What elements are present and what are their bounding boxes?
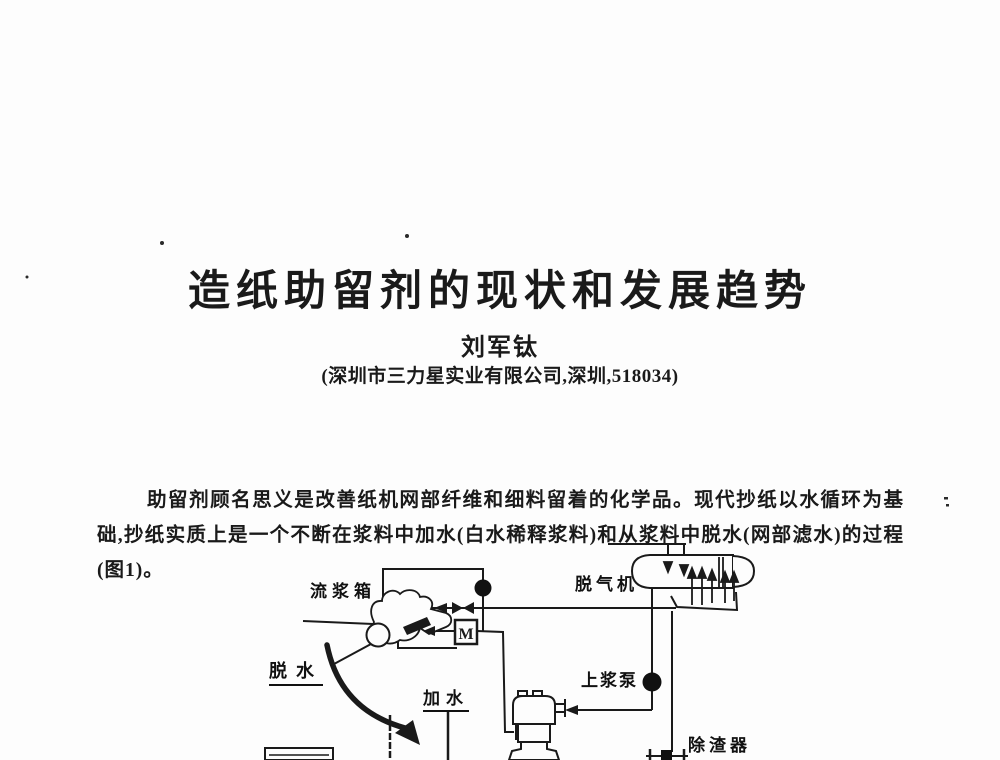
label-cleaner: 除渣器	[688, 736, 751, 755]
drainer-valve-icon	[646, 749, 688, 760]
paper-affiliation: (深圳市三力星实业有限公司,深圳,518034)	[321, 366, 679, 387]
degasser-flow-arrows	[662, 561, 740, 605]
paper-title: 造纸助留剂的现状和发展趋势	[187, 269, 812, 316]
screen-box-icon: M	[453, 618, 479, 646]
slice-jet	[403, 617, 431, 635]
valve-icon	[452, 602, 463, 614]
paper-author: 刘军钛	[461, 335, 539, 361]
label-stock-pump: 上浆泵	[581, 671, 638, 690]
label-headbox: 流浆箱	[310, 582, 376, 601]
intro-paragraph: 助留剂顾名思义是改善纸机网部纤维和细料留着的化学品。现代抄纸以水循环为基础,抄纸…	[97, 489, 904, 581]
headbox-icon	[365, 589, 453, 648]
valve-and-arrows	[423, 602, 578, 715]
chest-and-tank	[264, 712, 450, 760]
white-water-pump-icon	[474, 579, 492, 597]
cleaner-device-icon	[507, 690, 566, 760]
label-degasser: 脱气机	[575, 575, 638, 594]
label-add-water: 加水	[423, 684, 469, 712]
scan-specks	[25, 234, 949, 507]
breast-roll-icon	[365, 622, 391, 648]
screen-mark-label: M	[458, 626, 473, 643]
dewater-curved-arrow	[324, 642, 420, 745]
white-water-trough	[670, 591, 739, 612]
label-dewatering: 脱水	[269, 657, 323, 686]
stock-pump-icon	[642, 672, 662, 692]
